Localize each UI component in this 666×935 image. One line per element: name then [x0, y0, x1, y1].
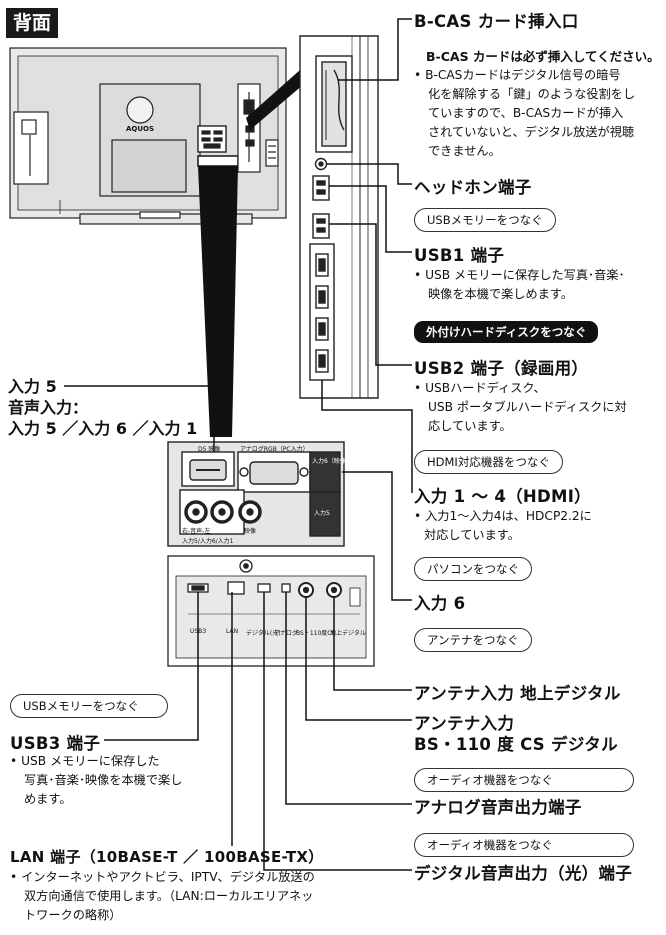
- usb1-title: USB1 端子: [414, 246, 505, 265]
- label-terr: 地上デジタル: [330, 630, 366, 637]
- input5-line: 音声入力：: [8, 398, 89, 417]
- antenna-pill: アンテナをつなぐ: [414, 628, 532, 652]
- label-audio: 右-音声-左: [182, 528, 211, 535]
- usb2-note-line: USB ポータブルハードディスクに対: [428, 400, 627, 414]
- input6-title: 入力 6: [414, 594, 466, 613]
- usb2-note-line: 応しています。: [428, 419, 512, 433]
- usb1-note-line: • USB メモリーに保存した写真･音楽･: [414, 268, 625, 282]
- section-tag: 背面: [6, 8, 58, 38]
- usb3-note-line: • USB メモリーに保存した: [10, 754, 160, 768]
- bcas-note: • B-CASカードはデジタル信号の暗号 化を解除する「鍵」のような役割をし て…: [414, 66, 662, 161]
- tv-back-illustration: [9, 47, 287, 225]
- bcas-note-line: できません。: [428, 144, 501, 158]
- input5-line: 入力 5: [8, 377, 57, 396]
- usb1-note: • USB メモリーに保存した写真･音楽･ 映像を本機で楽しめます。: [414, 266, 662, 304]
- bcas-subtitle: B-CAS カードは必ず挿入してください。: [426, 49, 660, 64]
- hdmi-pill: HDMI対応機器をつなぐ: [414, 450, 563, 474]
- bcas-note-line: • B-CASカードはデジタル信号の暗号: [414, 68, 621, 82]
- hdmi-note-line: • 入力1～入力4は、HDCP2.2に: [414, 509, 592, 523]
- label-bs: BS・110度CS: [296, 630, 336, 637]
- label-sub: 入力5/入力6/入力1: [182, 538, 234, 545]
- bcas-note-line: されていないと、デジタル放送が視聴: [428, 125, 635, 139]
- lan-note: • インターネットやアクトビラ、IPTV、デジタル放送の 双方向通信で使用します…: [10, 868, 360, 925]
- lan-note-line: • インターネットやアクトビラ、IPTV、デジタル放送の: [10, 870, 315, 884]
- digital-audio-title: デジタル音声出力（光）端子: [414, 864, 633, 883]
- bcas-note-line: ていますので、B-CASカードが挿入: [428, 106, 624, 120]
- usb2-note: • USBハードディスク、 USB ポータブルハードディスクに対 応しています。: [414, 379, 662, 436]
- analog-audio-pill: オーディオ機器をつなぐ: [414, 768, 634, 792]
- middle-input-panel: [167, 441, 345, 547]
- usb2-pill: 外付けハードディスクをつなぐ: [414, 321, 599, 343]
- lan-note-line: 双方向通信で使用します。（LAN:ローカルエリアネッ: [24, 889, 314, 903]
- label-lan: LAN: [226, 628, 239, 635]
- hdmi-title: 入力 1 ～ 4（HDMI）: [414, 487, 591, 506]
- lan-title: LAN 端子（10BASE-T ／ 100BASE-TX）: [10, 848, 324, 866]
- zoom-wedge-lower: [198, 166, 238, 437]
- leader-lines: [64, 18, 413, 871]
- usb1-pill: USBメモリーをつなぐ: [414, 208, 556, 232]
- hdmi-note-line: 対応しています。: [424, 528, 520, 542]
- usb1-note-line: 映像を本機で楽しめます。: [428, 287, 574, 301]
- hdmi-note: • 入力1～入力4は、HDCP2.2に 対応しています。: [414, 507, 662, 545]
- label-in5: 入力5: [314, 510, 330, 517]
- lan-note-line: トワークの略称）: [24, 908, 122, 922]
- usb2-note-line: • USBハードディスク、: [414, 381, 546, 395]
- usb2-title: USB2 端子（録画用）: [414, 359, 589, 378]
- label-video: 映像: [244, 528, 257, 535]
- input6-pill: パソコンをつなぐ: [414, 557, 532, 581]
- digital-audio-pill: オーディオ機器をつなぐ: [414, 833, 634, 857]
- label-rgb: アナログRGB（PC入力）: [240, 446, 309, 453]
- label-in6: 入力6（映像）: [312, 458, 352, 465]
- analog-audio-title: アナログ音声出力端子: [414, 798, 582, 817]
- usb3-note-line: めます。: [24, 792, 72, 806]
- usb3-title: USB3 端子: [10, 734, 101, 753]
- lower-terminal-panel: [167, 555, 375, 667]
- zoom-wedge-side: [246, 70, 304, 130]
- label-digital-out: デジタル(光): [246, 630, 281, 637]
- input5-line: 入力 5 ／入力 6 ／入力 1: [8, 419, 198, 438]
- headphone-title: ヘッドホン端子: [414, 178, 532, 197]
- antenna-bs-title-2: BS・110 度 CS デジタル: [414, 735, 618, 754]
- antenna-terrestrial-title: アンテナ入力 地上デジタル: [414, 684, 621, 703]
- aquos-logo: AQUOS: [126, 125, 155, 133]
- label-analog-out: アナログ: [274, 630, 298, 637]
- label-usb3: USB3: [190, 628, 207, 635]
- usb3-note-line: 写真･音楽･映像を本機で楽し: [24, 773, 183, 787]
- bcas-title: B-CAS カード挿入口: [414, 12, 579, 31]
- bcas-note-line: 化を解除する「鍵」のような役割をし: [428, 87, 636, 101]
- side-panel: [299, 35, 379, 399]
- usb3-note: • USB メモリーに保存した 写真･音楽･映像を本機で楽し めます。: [10, 752, 210, 809]
- usb3-pill: USBメモリーをつなぐ: [10, 694, 168, 718]
- input5-label-block: 入力 5 音声入力： 入力 5 ／入力 6 ／入力 1: [8, 376, 197, 439]
- antenna-bs-title-1: アンテナ入力: [414, 714, 515, 733]
- label-d5: D5 映像: [198, 446, 221, 453]
